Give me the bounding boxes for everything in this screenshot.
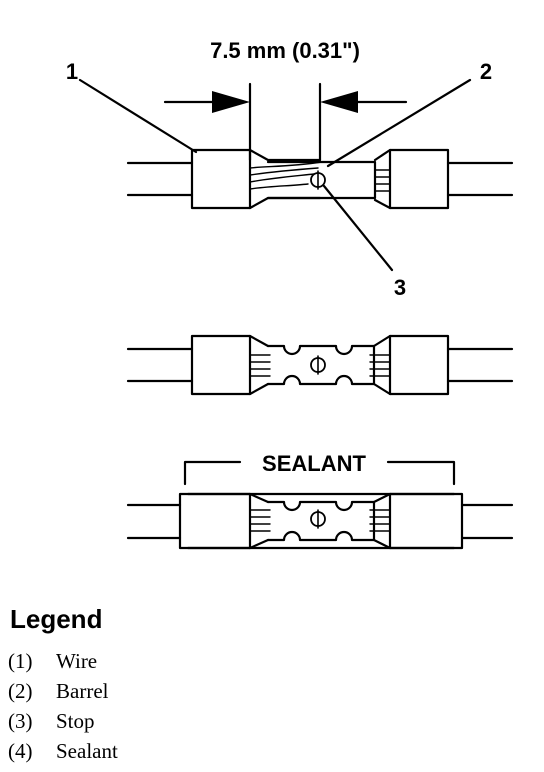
leader-3	[322, 184, 394, 272]
legend-item: (2) Barrel	[8, 676, 118, 706]
dimension-label: 7.5 mm (0.31")	[210, 38, 360, 63]
legend-item-number: (4)	[8, 739, 33, 763]
legend-item: (4) Sealant	[8, 736, 118, 766]
dimension-marker	[163, 82, 408, 162]
splice-top	[126, 148, 514, 210]
leader-1	[78, 78, 198, 154]
splice-bottom	[126, 492, 514, 550]
legend-item: (1) Wire	[8, 646, 118, 676]
callout-2: 2	[480, 59, 492, 84]
callout-1: 1	[66, 59, 78, 84]
sealant-tube	[178, 492, 464, 550]
legend-item-number: (2)	[8, 679, 33, 703]
callout-3: 3	[394, 275, 406, 300]
legend-list: (1) Wire (2) Barrel (3) Stop (4) Sealant	[8, 646, 118, 766]
legend-item-text: Wire	[56, 649, 98, 673]
sealant-bracket	[183, 460, 456, 486]
splice-middle	[126, 334, 514, 396]
leader-2	[326, 78, 472, 168]
legend-item-number: (3)	[8, 709, 33, 733]
legend-item-number: (1)	[8, 649, 33, 673]
barrel	[266, 160, 377, 200]
legend-item-text: Stop	[56, 709, 95, 733]
legend-title: Legend	[10, 604, 103, 634]
legend-item-text: Sealant	[56, 739, 118, 763]
legend-item-text: Barrel	[56, 679, 109, 703]
sealant-label: SEALANT	[262, 451, 366, 476]
legend-item: (3) Stop	[8, 706, 118, 736]
splice-diagram: 7.5 mm (0.31") 1 2 3 SEALANT	[66, 38, 514, 550]
insulation-left	[190, 148, 252, 210]
insulation-right	[388, 148, 450, 210]
